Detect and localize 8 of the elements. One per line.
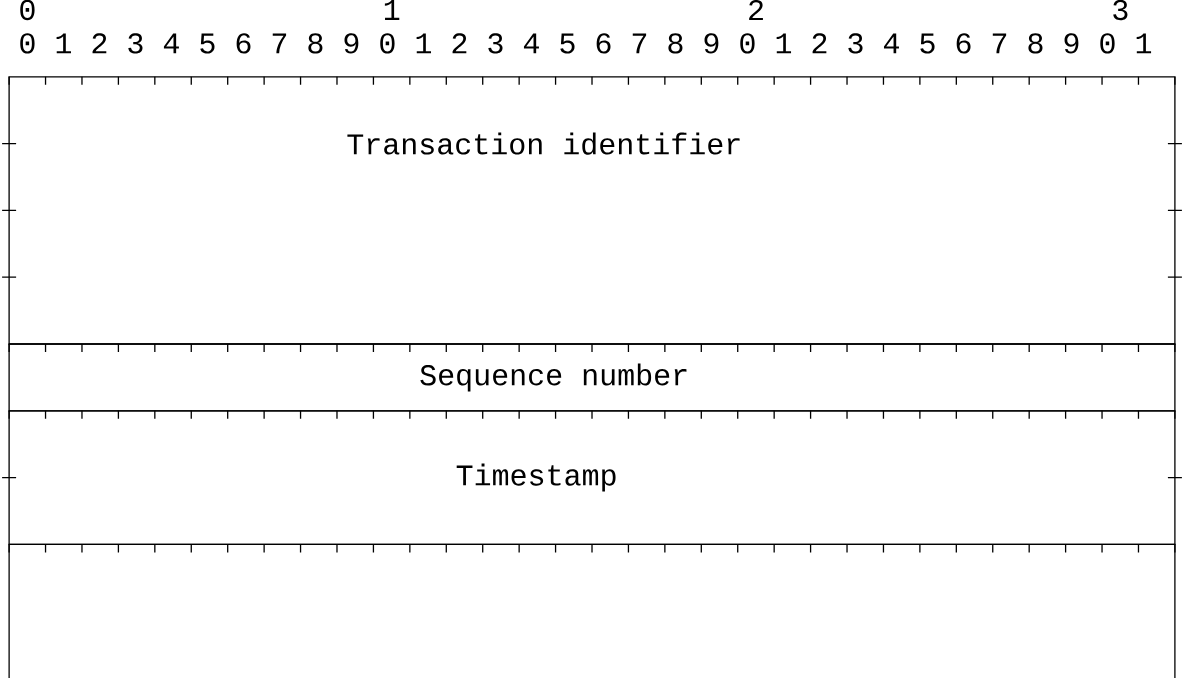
bit-number: 0 <box>20 0 35 21</box>
bit-number: 3 <box>1113 0 1128 21</box>
field-box: Timestamp <box>1 410 1183 546</box>
field-box: Transaction identifier <box>1 76 1183 345</box>
bit-number: 2 <box>749 0 763 21</box>
field-box: Sequence number <box>8 343 1176 412</box>
bit-number: 1 <box>384 0 400 20</box>
field-box <box>8 543 1176 678</box>
